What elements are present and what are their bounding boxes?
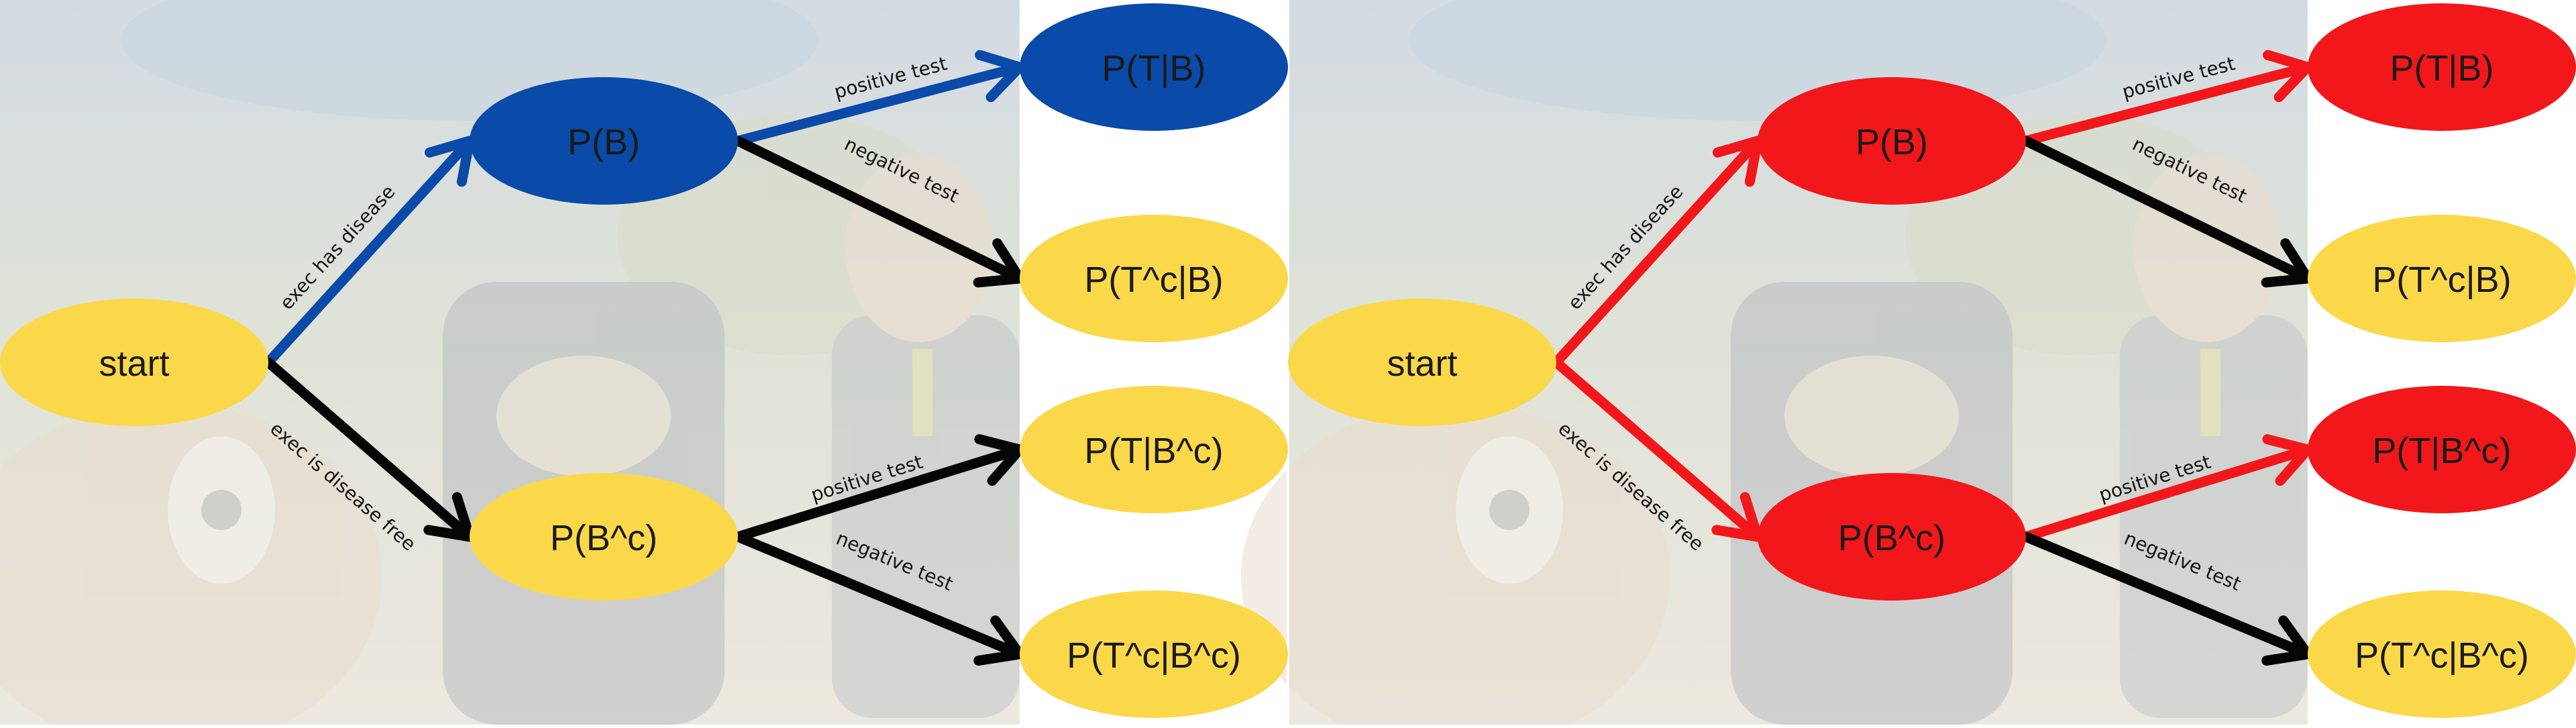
node-tbc: P(T|B^c) (2308, 386, 2576, 513)
arrow-shaft (263, 357, 472, 539)
node-ellipse (2308, 215, 2576, 342)
node-tb: P(T|B) (2308, 3, 2576, 131)
node-tcb: P(T^c|B) (1020, 215, 1288, 342)
arrow-shaft (733, 531, 1021, 658)
node-bc: P(B^c) (470, 473, 738, 601)
node-ellipse (470, 473, 738, 601)
arrow-shaft (2021, 531, 2309, 658)
node-label: P(T|B) (1102, 48, 1205, 89)
node-tbc: P(T|B^c) (1020, 386, 1288, 513)
node-ellipse (1758, 473, 2026, 601)
node-b: P(B) (1758, 77, 2026, 205)
node-b: P(B) (470, 77, 738, 205)
arrow-shaft (2021, 63, 2309, 146)
node-ellipse (1758, 77, 2026, 205)
node-ellipse (0, 299, 268, 426)
arrow-shaft (733, 63, 1021, 146)
node-ellipse (1288, 299, 1556, 426)
node-label: P(T|B^c) (2372, 431, 2511, 471)
node-label: P(T^c|B) (2372, 260, 2511, 300)
arrow-shaft (263, 138, 472, 368)
node-label: P(T|B) (2390, 48, 2493, 89)
node-tcbc: P(T^c|B^c) (1020, 590, 1288, 718)
node-label: start (1387, 344, 1457, 384)
nodes-right: start P(B) P(B^c) P(T|B) P(T^c|B) P(T|B^c) P(T… (1288, 3, 2576, 718)
arrow-shaft (733, 446, 1021, 542)
node-ellipse (2308, 386, 2576, 513)
node-start: start (1288, 299, 1556, 426)
node-start: start (0, 299, 268, 426)
arrow-shaft (2021, 136, 2310, 282)
node-ellipse (1020, 215, 1288, 342)
faded-cartoon-scene-right (1241, 0, 2308, 728)
node-ellipse (1020, 3, 1288, 131)
arrow-shaft (2021, 446, 2309, 542)
node-tcb: P(T^c|B) (2308, 215, 2576, 342)
node-label: P(B) (568, 122, 640, 162)
node-tb: P(T|B) (1020, 3, 1288, 131)
arrow-shaft (1551, 357, 1760, 539)
node-label: P(B) (1856, 122, 1928, 162)
node-bc: P(B^c) (1758, 473, 2026, 601)
node-label: start (99, 344, 169, 384)
node-label: P(B^c) (550, 518, 657, 558)
node-tcbc: P(T^c|B^c) (2308, 590, 2576, 718)
nodes-left: start P(B) P(B^c) P(T|B) P(T^c|B) P(T|B^c) P(T… (0, 3, 1288, 718)
node-ellipse (1020, 590, 1288, 718)
node-ellipse (2308, 3, 2576, 131)
nodes-layer: start P(B) P(B^c) P(T|B) P(T^c|B) P(T|B^c) P(T… (0, 3, 2576, 718)
arrow-shaft (1551, 138, 1760, 368)
node-ellipse (470, 77, 738, 205)
node-ellipse (1020, 386, 1288, 513)
arrow-shaft (733, 136, 1022, 282)
node-label: P(T^c|B) (1084, 260, 1223, 300)
node-ellipse (2308, 590, 2576, 718)
node-label: P(T^c|B^c) (2355, 635, 2529, 676)
node-label: P(T|B^c) (1084, 431, 1223, 471)
node-label: P(B^c) (1838, 518, 1945, 558)
node-label: P(T^c|B^c) (1067, 635, 1241, 676)
